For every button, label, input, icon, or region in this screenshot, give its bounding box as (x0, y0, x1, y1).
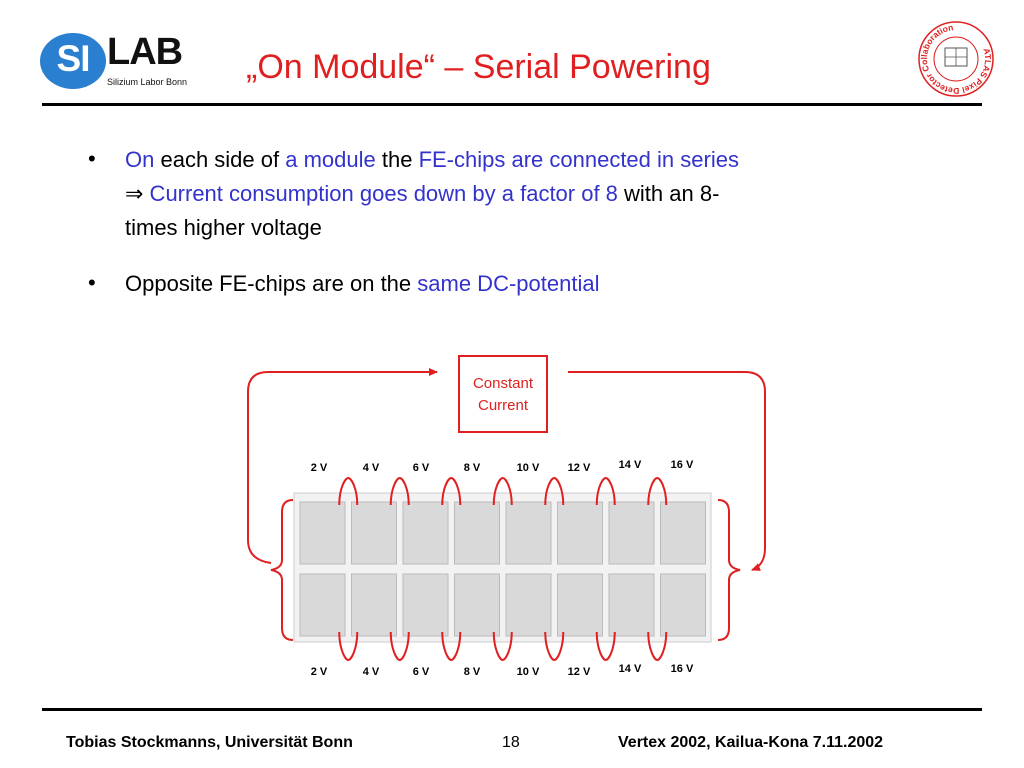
series-link-top (647, 476, 668, 506)
bullet-marker: • (88, 270, 96, 295)
return-wire-right (568, 371, 766, 571)
fe-chip (505, 573, 552, 637)
voltage-label: 12 V (568, 666, 591, 678)
left-brace (270, 499, 294, 641)
page-number: 18 (502, 734, 520, 751)
series-link-bottom (492, 631, 513, 662)
series-link-bottom (389, 631, 410, 662)
fe-chip-grid (299, 501, 706, 637)
fe-chip (402, 573, 449, 637)
voltage-label: 16 V (671, 663, 694, 675)
fe-chip (608, 501, 655, 565)
fe-chip (351, 501, 397, 565)
voltage-label: 14 V (619, 459, 642, 471)
bullet-marker: • (88, 146, 96, 171)
series-link-bottom (441, 631, 462, 662)
voltage-label: 2 V (311, 666, 328, 678)
series-link-bottom (544, 631, 565, 662)
footer-event: Vertex 2002, Kailua-Kona 7.11.2002 (618, 734, 884, 751)
series-links (338, 476, 668, 662)
series-link-top (441, 476, 462, 506)
fe-chip (557, 501, 603, 565)
logo-circle (40, 33, 106, 89)
logo-si-text: SI (56, 38, 91, 79)
bullet-1-line-1: On each side of a module the FE-chips ar… (125, 143, 739, 177)
fe-chip (299, 573, 346, 637)
bullet-1-line-2: ⇒ Current consumption goes down by a fac… (125, 177, 719, 211)
fe-chip (351, 573, 397, 637)
bullet-1-current: Current consumption goes down by a facto… (143, 181, 618, 206)
voltage-label: 4 V (363, 666, 380, 678)
series-link-top (595, 476, 616, 506)
source-label-1: Constant (473, 375, 534, 392)
series-link-top (544, 476, 565, 506)
fe-chip (402, 501, 449, 565)
bullet-2-text: Opposite FE-chips are on the (125, 271, 418, 296)
series-link-bottom (647, 631, 668, 662)
series-link-top (338, 476, 359, 506)
logo-subtitle: Silizium Labor Bonn (107, 77, 188, 87)
series-link-top (389, 476, 410, 506)
voltage-label: 6 V (413, 462, 430, 474)
supply-wire-left (247, 368, 438, 564)
footer-divider (42, 708, 982, 711)
slide-title: „On Module“ – Serial Powering (246, 48, 711, 86)
fe-chip (557, 573, 603, 637)
voltage-label: 6 V (413, 666, 430, 678)
bullet-1-line-3: times higher voltage (125, 215, 322, 240)
series-link-bottom (338, 631, 359, 662)
constant-current-source (458, 355, 548, 433)
voltage-labels-top: 2 V 4 V 6 V 8 V 10 V 12 V 14 V 16 V (311, 459, 694, 474)
voltage-label: 16 V (671, 459, 694, 471)
series-link-top (492, 476, 513, 506)
bullet-1-voltage: with an 8- (617, 181, 720, 206)
voltage-label: 12 V (568, 462, 591, 474)
bullet-2: Opposite FE-chips are on the same DC-pot… (125, 267, 599, 301)
series-link-bottom (595, 631, 616, 662)
right-brace (717, 499, 741, 641)
source-label-2: Current (478, 397, 529, 414)
voltage-label: 10 V (517, 666, 540, 678)
fe-chip (299, 501, 346, 565)
bullet-1-on: On (125, 147, 155, 172)
logo-lab-text: LAB (107, 31, 183, 73)
bullet-1-module: a module (285, 147, 376, 172)
footer-author: Tobias Stockmanns, Universität Bonn (66, 734, 353, 751)
implies-arrow-icon: ⇒ (125, 181, 144, 206)
fe-chip (660, 573, 706, 637)
fe-chip (660, 501, 706, 565)
bullet-1-text-a: each side of (154, 147, 286, 172)
bullet-2-dc: same DC-potential (417, 271, 600, 296)
fe-chip (454, 573, 500, 637)
atlas-seal-icon: ATLAS Pixel Detector Collaboration (917, 20, 995, 98)
voltage-label: 8 V (464, 666, 481, 678)
voltage-label: 14 V (619, 663, 642, 675)
fe-chip (608, 573, 655, 637)
title-divider (42, 103, 982, 106)
voltage-label: 8 V (464, 462, 481, 474)
voltage-label: 4 V (363, 462, 380, 474)
fe-chip (454, 501, 500, 565)
voltage-label: 10 V (517, 462, 540, 474)
voltage-label: 2 V (311, 462, 328, 474)
bullet-1-text-b: the (375, 147, 419, 172)
bullet-1-series: FE-chips are connected in series (418, 147, 739, 172)
fe-chip (505, 501, 552, 565)
voltage-labels-bottom: 2 V 4 V 6 V 8 V 10 V 12 V 14 V 16 V (311, 663, 694, 678)
